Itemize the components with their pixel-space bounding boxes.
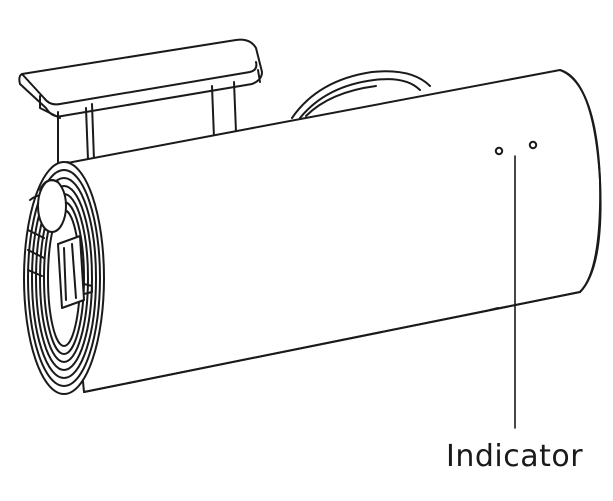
side-button — [37, 179, 67, 233]
indicator-label: Indicator — [446, 439, 584, 474]
indicator-light — [494, 140, 538, 156]
mount-stem — [57, 81, 237, 171]
rotation-ring — [291, 70, 431, 119]
mount-plate — [18, 38, 263, 119]
card-slot — [57, 235, 93, 309]
camera-body — [61, 69, 602, 393]
